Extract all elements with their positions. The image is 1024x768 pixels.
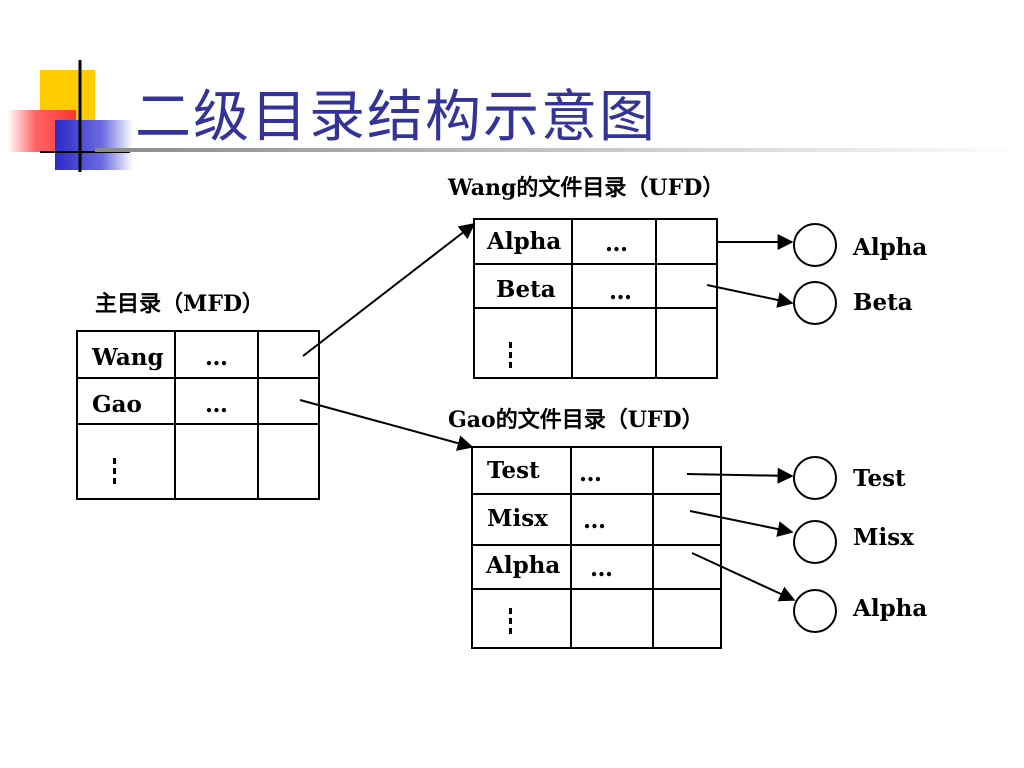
file-node-gao-alpha [793,589,837,633]
title-decoration [8,60,1024,172]
mfd-caption: 主目录（MFD） [95,291,265,317]
arrow-gao-misx [689,510,794,537]
file-node-gao-misx [793,520,837,564]
title-underline [95,148,1024,152]
arrow-wang-beta [706,284,794,308]
file-node-wang-alpha [793,223,837,267]
wang-ufd-table-grid [473,218,718,379]
wang-ufd-continuation-marker [509,342,512,368]
wang-ufd-caption: Wang的文件目录（UFD） [448,175,725,201]
mfd-row-info: … [205,344,228,371]
wang-ufd-row-info: … [605,230,628,257]
gao-ufd-row-name: Misx [487,505,548,532]
gao-ufd-row-info: … [583,507,606,534]
wang-ufd-row-info: … [609,278,632,305]
mfd-row-info: … [205,391,228,418]
file-label-wang-alpha: Alpha [853,234,928,261]
gao-ufd-continuation-marker [509,608,512,634]
gao-ufd-caption: Gao的文件目录（UFD） [448,407,704,433]
arrow-mfd-gao-to-ufd [299,399,474,451]
arrow-mfd-wang-to-ufd [302,223,476,357]
gao-ufd-row-info: … [579,460,602,487]
wang-ufd-row-name: Beta [496,276,556,303]
file-node-gao-test [793,456,837,500]
gao-ufd-row-name: Test [487,457,540,484]
gao-ufd-table-grid [471,446,722,649]
mfd-continuation-marker [113,458,116,484]
mfd-row-name: Wang [92,344,164,371]
file-label-gao-test: Test [853,465,906,492]
file-node-wang-beta [793,281,837,325]
page-title: 二级目录结构示意图 [135,85,657,150]
mfd-row-name: Gao [92,391,142,418]
file-label-gao-misx: Misx [853,524,914,551]
file-label-gao-alpha: Alpha [853,595,928,622]
file-label-wang-beta: Beta [853,289,913,316]
wang-ufd-row-name: Alpha [487,228,562,255]
arrow-gao-alpha [691,552,796,602]
mfd-table-grid [76,330,320,500]
arrow-gao-test [686,467,794,484]
gao-ufd-row-name: Alpha [486,552,561,579]
gao-ufd-row-info: … [590,555,613,582]
deco-blue-block [55,120,133,170]
